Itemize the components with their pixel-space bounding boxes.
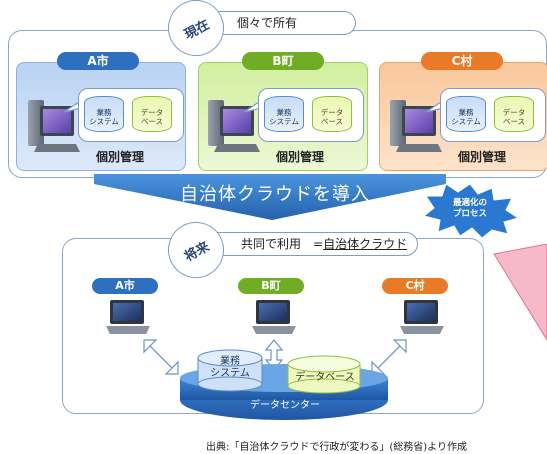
city-c-label: C村 [421, 52, 503, 70]
city-c-management: 個別管理 [458, 150, 507, 164]
optimization-burst-label: 最適化の プロセス [452, 198, 487, 219]
transition-arrow-label: 自治体クラウドを導入 [180, 184, 370, 205]
city-b-management: 個別管理 [276, 150, 325, 164]
link-arrow-a-icon [143, 339, 179, 375]
computer-a-icon [28, 100, 80, 152]
laptop-a-icon [106, 300, 150, 334]
current-computers [28, 98, 445, 152]
future-database: データベース [295, 372, 355, 383]
city-b-business-system: 業務 システム [264, 96, 304, 132]
city-b-database: データ ベース [312, 96, 352, 132]
source-citation: 出典:「自治体クラウドで行政が変わる」(総務省)より作成 [206, 442, 467, 453]
laptop-c-icon [400, 300, 444, 334]
transition-arrow [94, 174, 446, 220]
future-business-system: 業務 システム [210, 356, 250, 379]
city-a-management: 個別管理 [96, 150, 145, 164]
current-tagline-text: 個々で所有 [237, 16, 298, 30]
computer-b-icon [208, 100, 260, 152]
city-a-label: A市 [57, 52, 139, 70]
city-c-business-system: 業務 システム [446, 96, 486, 132]
future-tagline-prefix: 共同で利用 = [241, 237, 324, 251]
pink-decoration [493, 244, 547, 341]
future-city-b-label: B町 [238, 278, 304, 294]
city-c-database: データ ベース [494, 96, 534, 132]
future-tagline: 共同で利用 =自治体クラウド [200, 232, 418, 256]
future-city-c-label: C村 [382, 278, 448, 294]
future-tagline-emphasis: 自治体クラウド [323, 237, 408, 251]
future-city-a-label: A市 [92, 278, 158, 294]
link-arrow-c-icon [371, 339, 407, 375]
laptop-b-icon [252, 300, 296, 334]
optimization-burst-icon [422, 183, 520, 238]
future-network [106, 300, 444, 420]
city-a-database: データ ベース [132, 96, 172, 132]
datacenter-label: データセンター [250, 400, 320, 411]
city-a-business-system: 業務 システム [84, 96, 124, 132]
city-b-label: B町 [242, 52, 324, 70]
computer-c-icon [390, 100, 442, 152]
